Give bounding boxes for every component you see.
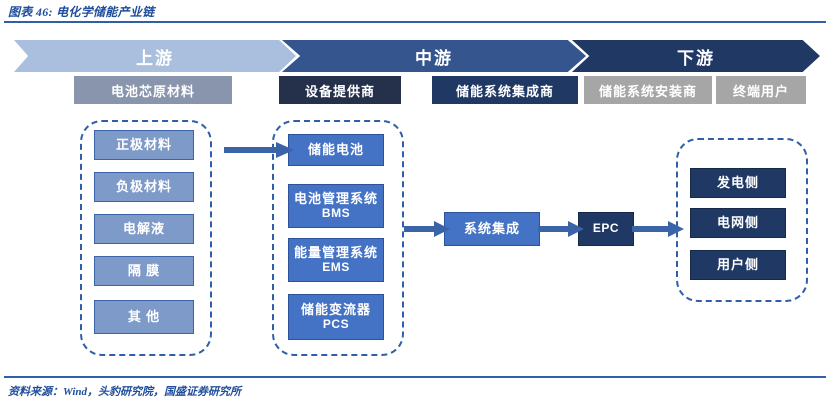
node-electrolyte-label: 电解液: [122, 220, 165, 236]
node-pcs: 储能变流器 PCS: [288, 294, 384, 340]
node-system-integration: 系统集成: [444, 212, 540, 246]
arrow-upstream-to-battery-icon: [224, 142, 294, 158]
node-cathode: 正极材料: [94, 130, 194, 160]
node-separator: 隔 膜: [94, 256, 194, 286]
stage-label-midstream: 中游: [415, 48, 453, 68]
node-grid-side: 电网侧: [690, 208, 786, 238]
stage-chevron-downstream: 下游: [572, 40, 820, 72]
node-user-side-label: 用户侧: [716, 256, 759, 272]
node-grid-side-label: 电网侧: [716, 214, 759, 230]
node-epc: EPC: [578, 212, 634, 246]
stage-label-upstream: 上游: [136, 48, 174, 68]
node-anode-label: 负极材料: [115, 178, 172, 194]
node-system-integration-label: 系统集成: [463, 220, 520, 236]
node-bms: 电池管理系统 BMS: [288, 184, 384, 228]
figure-header: 图表 46: 电化学储能产业链: [0, 0, 830, 24]
node-user-side: 用户侧: [690, 250, 786, 280]
node-separator-label: 隔 膜: [127, 262, 161, 278]
node-pcs-label: 储能变流器: [300, 301, 371, 317]
group-container-upstream: [80, 120, 212, 356]
page-title: 图表 46: 电化学储能产业链: [8, 5, 155, 19]
node-pcs-acronym: PCS: [322, 316, 350, 331]
group-container-midstream: [272, 120, 404, 356]
role-label-end-user: 终端用户: [716, 76, 806, 104]
role-label-system-integrator: 储能系统集成商: [432, 76, 578, 104]
node-other: 其 他: [94, 300, 194, 334]
node-ems-acronym: EMS: [322, 259, 350, 274]
role-label-equipment-supplier: 设备提供商: [279, 76, 401, 104]
node-generation-side-label: 发电侧: [716, 174, 759, 190]
group-container-downstream: [676, 138, 808, 302]
arrow-integration-to-epc-icon: [538, 221, 584, 237]
node-epc-label: EPC: [592, 221, 620, 236]
node-ems: 能量管理系统 EMS: [288, 238, 384, 282]
arrow-epc-to-downstream-icon: [632, 221, 684, 237]
stage-chevron-midstream: 中游: [282, 40, 586, 72]
node-storage-battery-label: 储能电池: [307, 141, 364, 157]
node-bms-label: 电池管理系统: [293, 190, 378, 206]
node-anode: 负极材料: [94, 172, 194, 202]
node-storage-battery: 储能电池: [288, 134, 384, 166]
stage-label-downstream: 下游: [677, 48, 715, 68]
role-label-system-installer: 储能系统安装商: [584, 76, 712, 104]
source-note: 资料来源：Wind，头豹研究院，国盛证券研究所: [8, 386, 242, 398]
title-divider: [4, 21, 826, 23]
arrow-midstream-to-integration-icon: [404, 221, 450, 237]
role-label-raw-materials: 电池芯原材料: [74, 76, 232, 104]
node-cathode-label: 正极材料: [115, 136, 172, 152]
node-other-label: 其 他: [127, 308, 161, 324]
node-generation-side: 发电侧: [690, 168, 786, 198]
node-electrolyte: 电解液: [94, 214, 194, 244]
node-ems-label: 能量管理系统: [293, 244, 378, 260]
footer-divider: [4, 376, 826, 378]
stage-chevron-upstream: 上游: [14, 40, 296, 72]
node-bms-acronym: BMS: [321, 205, 351, 220]
